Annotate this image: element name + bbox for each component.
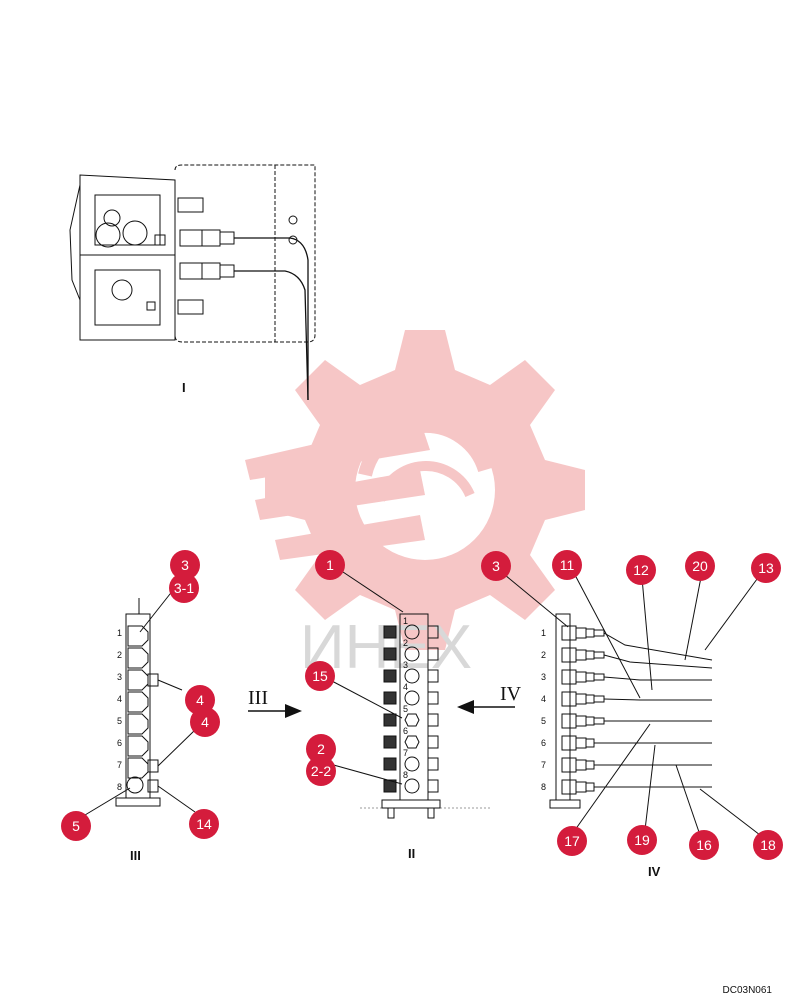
view-iv-manifold <box>549 613 713 809</box>
port-number-1: 1 <box>117 628 122 638</box>
view-i-drawing <box>69 164 316 401</box>
svg-text:3-1: 3-1 <box>174 580 194 596</box>
svg-text:14: 14 <box>196 816 212 832</box>
port-number-4: 4 <box>541 694 546 704</box>
callout-2-2: 2-2 <box>306 756 336 786</box>
callout-14: 14 <box>189 809 219 839</box>
callout-3-1: 3-1 <box>169 573 199 603</box>
view-i-label: I <box>182 380 186 395</box>
port-number-3: 3 <box>403 660 408 670</box>
arrow-iii <box>248 704 302 718</box>
port-number-6: 6 <box>541 738 546 748</box>
svg-text:15: 15 <box>312 668 328 684</box>
port-number-1: 1 <box>403 616 408 626</box>
callout-3-right: 3 <box>481 551 511 581</box>
svg-text:20: 20 <box>692 558 708 574</box>
callout-17: 17 <box>557 826 587 856</box>
port-number-7: 7 <box>403 748 408 758</box>
callout-12: 12 <box>626 555 656 585</box>
view-ii-port-numbers: 1 2 3 4 5 6 7 8 <box>403 616 408 780</box>
view-iii-label: III <box>130 848 141 863</box>
port-number-8: 8 <box>403 770 408 780</box>
svg-text:16: 16 <box>696 837 712 853</box>
port-number-8: 8 <box>541 782 546 792</box>
svg-text:3: 3 <box>492 558 500 574</box>
port-number-6: 6 <box>117 738 122 748</box>
port-number-4: 4 <box>117 694 122 704</box>
port-number-1: 1 <box>541 628 546 638</box>
port-number-5: 5 <box>541 716 546 726</box>
callout-16: 16 <box>689 830 719 860</box>
view-iii-manifold <box>115 598 161 807</box>
svg-text:18: 18 <box>760 837 776 853</box>
port-number-5: 5 <box>403 704 408 714</box>
figure-code: DC03N061 <box>722 985 772 996</box>
view-ii-manifold <box>360 613 490 819</box>
port-number-3: 3 <box>541 672 546 682</box>
port-number-2: 2 <box>403 638 408 648</box>
svg-text:4: 4 <box>196 692 204 708</box>
svg-text:2: 2 <box>317 741 325 757</box>
port-number-6: 6 <box>403 726 408 736</box>
svg-text:5: 5 <box>72 818 80 834</box>
port-number-8: 8 <box>117 782 122 792</box>
callout-19: 19 <box>627 825 657 855</box>
svg-text:4: 4 <box>201 714 209 730</box>
callout-20: 20 <box>685 551 715 581</box>
svg-text:11: 11 <box>560 557 575 573</box>
svg-text:3: 3 <box>181 557 189 573</box>
callout-5: 5 <box>61 811 91 841</box>
port-number-5: 5 <box>117 716 122 726</box>
callout-2: 2 <box>306 734 336 764</box>
arrow-iv <box>457 700 515 714</box>
callout-3-left: 3 <box>170 550 200 580</box>
svg-text:1: 1 <box>326 557 334 573</box>
callouts: 3 3-1 4 4 5 14 1 15 2 2-2 3 11 12 20 13 … <box>61 550 783 860</box>
svg-text:19: 19 <box>634 832 650 848</box>
svg-text:17: 17 <box>564 833 580 849</box>
port-number-7: 7 <box>117 760 122 770</box>
port-number-3: 3 <box>117 672 122 682</box>
svg-text:12: 12 <box>633 562 649 578</box>
view-iii-port-numbers: 1 2 3 4 5 6 7 8 <box>117 628 122 792</box>
callout-13: 13 <box>751 553 781 583</box>
arrow-iv-label: IV <box>500 683 522 705</box>
port-number-2: 2 <box>117 650 122 660</box>
port-number-4: 4 <box>403 682 408 692</box>
callout-1: 1 <box>315 550 345 580</box>
callout-11: 11 <box>552 550 582 580</box>
callout-15: 15 <box>305 661 335 691</box>
svg-text:2-2: 2-2 <box>311 763 331 779</box>
callout-18: 18 <box>753 830 783 860</box>
svg-text:13: 13 <box>758 560 774 576</box>
arrow-iii-label: III <box>248 687 268 709</box>
callout-4b: 4 <box>190 707 220 737</box>
port-number-2: 2 <box>541 650 546 660</box>
port-number-7: 7 <box>541 760 546 770</box>
view-iv-port-numbers: 1 2 3 4 5 6 7 8 <box>541 628 546 792</box>
watermark-gear-logo <box>245 330 585 650</box>
view-ii-label: II <box>408 846 415 861</box>
view-iv-label: IV <box>648 864 661 879</box>
